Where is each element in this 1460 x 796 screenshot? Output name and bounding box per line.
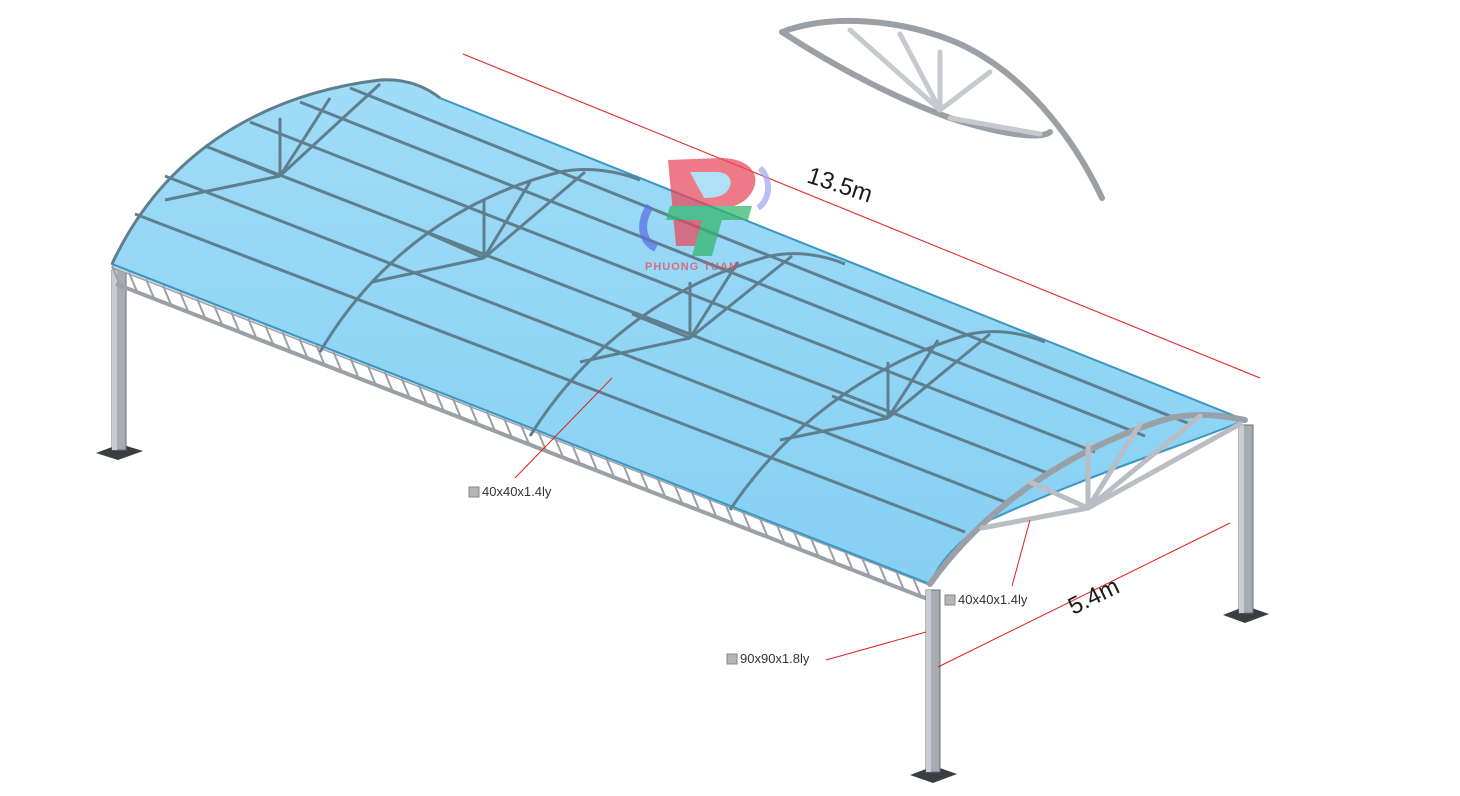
lattice-member	[264, 325, 275, 347]
width-label: 5.4m	[1064, 573, 1124, 621]
lattice-member	[366, 364, 378, 387]
column-front	[910, 589, 957, 783]
lattice-member	[707, 497, 718, 519]
lattice-member	[554, 437, 565, 459]
lattice-member	[298, 338, 309, 360]
interior-trusses	[164, 82, 991, 442]
lattice-member	[417, 384, 429, 406]
lattice-member	[230, 311, 241, 334]
callout-column: 90x90x1.8ly	[726, 651, 810, 666]
lattice-member	[162, 285, 173, 307]
lattice-member	[281, 331, 292, 353]
lattice-member	[639, 470, 650, 493]
lattice-member	[622, 464, 633, 486]
lattice-member	[741, 510, 752, 532]
lattice-member	[111, 265, 122, 287]
lattice-member	[434, 391, 446, 413]
lattice-member	[503, 417, 514, 440]
lattice-member	[690, 490, 701, 512]
lattice-member	[349, 358, 361, 380]
dimension-line	[462, 53, 1261, 379]
polycarbonate-roof	[110, 78, 1248, 586]
lattice-member	[826, 543, 838, 565]
lattice-member	[485, 411, 497, 433]
lattice-member	[315, 345, 326, 367]
lattice-member	[400, 378, 412, 400]
lattice-member	[468, 404, 480, 426]
lattice-member	[758, 517, 770, 539]
logo-t-shape	[666, 206, 752, 256]
length-label: 13.5m	[804, 162, 876, 208]
lattice-member	[724, 504, 735, 526]
lattice-member	[332, 351, 343, 373]
lattice-member	[877, 563, 889, 585]
callout-end-truss: 40x40x1.4ly	[944, 592, 1028, 607]
end-truss	[927, 411, 1248, 587]
callout-leaders	[514, 377, 1031, 661]
lattice-member	[605, 457, 616, 479]
brand-name: PHUONG TUAN	[645, 261, 738, 273]
lattice-member	[656, 477, 667, 499]
lattice-member	[213, 305, 224, 327]
lattice-member	[196, 298, 207, 320]
spec-label: 40x40x1.4ly	[958, 592, 1028, 607]
lattice-member	[383, 371, 395, 393]
lattice-member	[912, 576, 923, 599]
lattice-member	[860, 557, 872, 579]
logo-p-shape	[668, 158, 756, 246]
lattice-member	[588, 451, 599, 473]
lattice-member	[451, 398, 463, 420]
lattice-member	[520, 424, 531, 446]
lattice-member	[128, 272, 139, 294]
base-plate	[910, 766, 957, 783]
lattice-member	[894, 570, 906, 592]
lattice-member	[843, 550, 855, 572]
lattice-member	[792, 530, 804, 552]
lattice-member	[145, 278, 156, 300]
spec-swatch	[726, 653, 738, 665]
lattice-member	[247, 318, 258, 340]
spec-swatch	[468, 486, 480, 498]
base-plate	[96, 444, 143, 460]
base-plate	[1223, 606, 1269, 623]
lattice-member	[571, 444, 582, 466]
roof-purlins	[134, 86, 1191, 534]
dimension-line	[937, 522, 1231, 668]
lattice-member	[537, 431, 548, 453]
column-back-left	[96, 269, 143, 460]
watermark-logo: PHUONG TUAN	[639, 158, 771, 273]
spec-label: 90x90x1.8ly	[740, 651, 810, 666]
column-back-right	[1223, 424, 1269, 623]
spec-label: 40x40x1.4ly	[482, 484, 552, 499]
lattice-member	[775, 523, 787, 546]
lattice-member	[809, 537, 821, 559]
lattice-member	[673, 484, 684, 506]
arch-truss-detail	[779, 17, 1105, 201]
lattice-member	[179, 292, 190, 314]
spec-swatch	[944, 594, 956, 606]
callout-roof-purlin: 40x40x1.4ly	[468, 484, 552, 499]
